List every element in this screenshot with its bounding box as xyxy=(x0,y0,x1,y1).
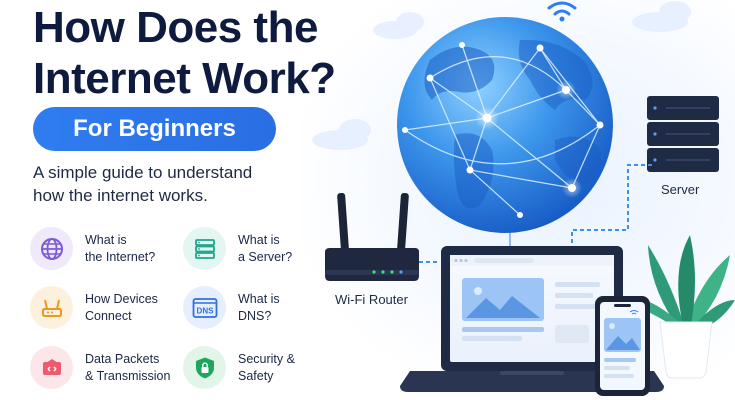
feature-label-5a: Data Packets xyxy=(85,351,160,366)
plant-illustration xyxy=(618,235,735,379)
router-label: Wi-Fi Router xyxy=(335,292,408,307)
router-illustration xyxy=(325,192,419,281)
server-illustration xyxy=(647,96,719,172)
feature-label-6b: Safety xyxy=(238,368,274,383)
phone-illustration xyxy=(595,296,650,396)
feature-label-4a: What is xyxy=(238,291,280,306)
wifi-icon xyxy=(547,1,577,22)
dns-icon: DNS xyxy=(183,286,226,329)
router-icon xyxy=(30,286,73,329)
feature-label-1b: the Internet? xyxy=(85,249,156,264)
feature-dns: DNS What is DNS? xyxy=(183,286,280,329)
subtitle: A simple guide to understand how the int… xyxy=(33,161,293,207)
feature-label-3b: Connect xyxy=(85,308,132,323)
subtitle-line-1: A simple guide to understand xyxy=(33,163,253,182)
feature-security: Security & Safety xyxy=(183,346,295,389)
feature-label-2a: What is xyxy=(238,232,280,247)
server-label: Server xyxy=(661,182,700,197)
feature-label-1a: What is xyxy=(85,232,127,247)
feature-server: What is a Server? xyxy=(183,227,292,270)
feature-label-2b: a Server? xyxy=(238,249,293,264)
server-icon xyxy=(183,227,226,270)
shield-lock-icon xyxy=(183,346,226,389)
dns-icon-text: DNS xyxy=(196,306,214,315)
globe-illustration xyxy=(397,17,613,233)
server-connection-line xyxy=(571,164,652,246)
feature-label-3a: How Devices xyxy=(85,291,158,306)
feature-label-4b: DNS? xyxy=(238,308,272,323)
feature-packets: Data Packets & Transmission xyxy=(30,346,170,389)
title-line-2: Internet Work? xyxy=(33,54,336,103)
feature-label-6a: Security & xyxy=(238,351,295,366)
globe-icon xyxy=(30,227,73,270)
feature-internet: What is the Internet? xyxy=(30,227,155,270)
cloud-decoration xyxy=(312,1,691,150)
title-line-1: How Does the xyxy=(33,3,318,52)
beginners-badge: For Beginners xyxy=(33,107,276,151)
feature-label-5b: & Transmission xyxy=(85,368,171,383)
data-packet-icon xyxy=(30,346,73,389)
subtitle-line-2: how the internet works. xyxy=(33,186,208,205)
